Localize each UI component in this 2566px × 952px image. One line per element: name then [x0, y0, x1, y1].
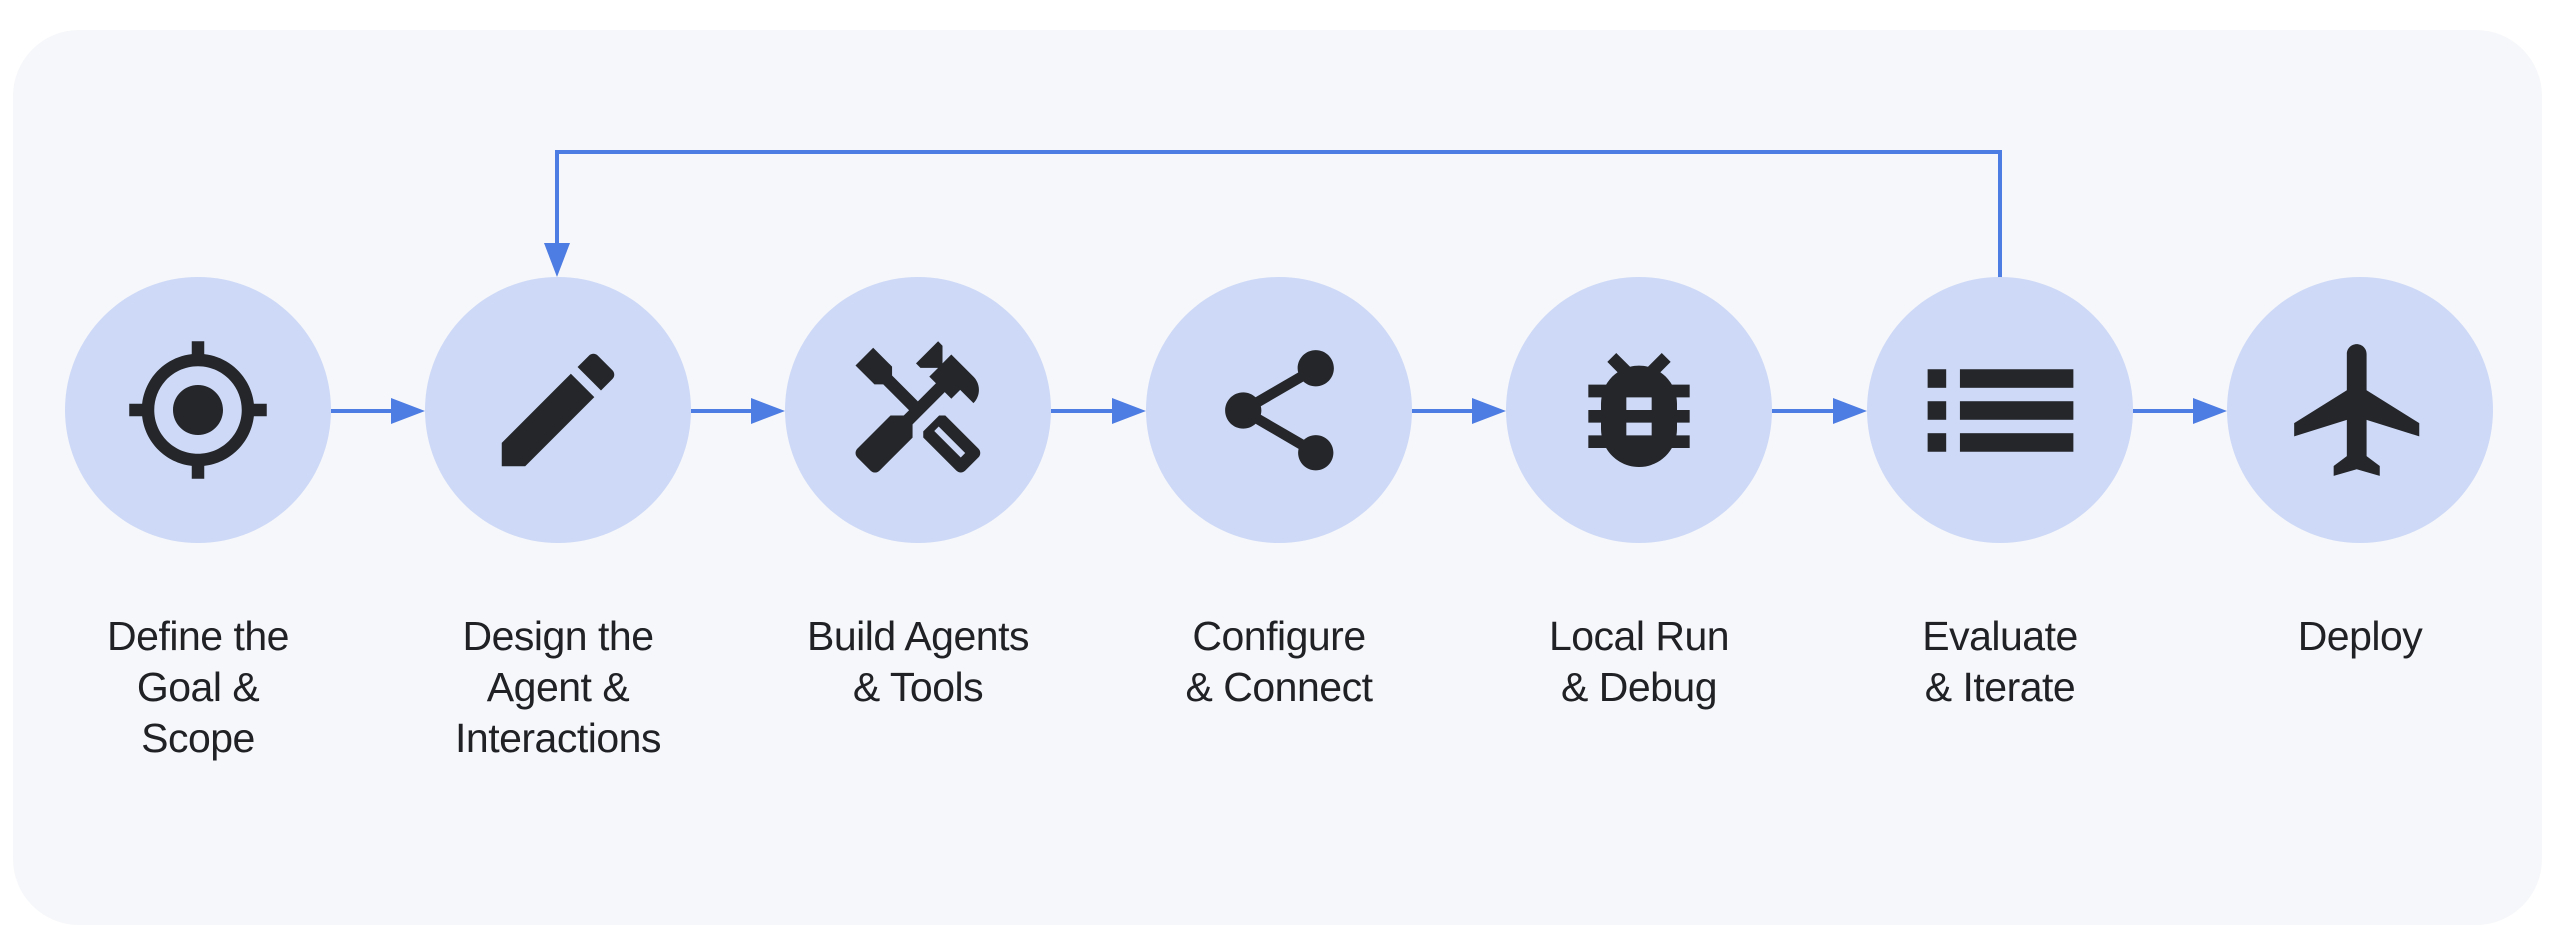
share-icon — [1224, 349, 1334, 470]
step-label: Evaluate & Iterate — [1922, 613, 2078, 710]
target-icon — [129, 341, 267, 479]
step-evaluate-and-iterate: Evaluate & Iterate — [1850, 277, 2150, 713]
step-define-the-goal-and-scope: Define the Goal & Scope — [48, 277, 348, 764]
step-circle — [1867, 277, 2133, 543]
step-local-run-and-debug: Local Run & Debug — [1489, 277, 1789, 713]
step-circle — [425, 277, 691, 543]
step-label: Local Run & Debug — [1548, 613, 1730, 710]
step-build-agents-and-tools: Build Agents & Tools — [768, 277, 1068, 713]
step-label: Design the Agent & Interactions — [455, 613, 661, 761]
step-label: Deploy — [2297, 613, 2423, 659]
step-label: Define the Goal & Scope — [107, 613, 289, 761]
step-design-the-agent-and-interactions: Design the Agent & Interactions — [408, 277, 708, 764]
list-icon — [1927, 368, 2073, 452]
step-circle — [785, 277, 1051, 543]
bug-icon — [1588, 353, 1690, 467]
step-label: Build Agents & Tools — [807, 613, 1029, 710]
step-circle — [65, 277, 331, 543]
plane-icon — [2294, 344, 2420, 476]
step-circle — [1506, 277, 1772, 543]
tools-icon — [855, 341, 981, 473]
pencil-icon — [501, 353, 615, 467]
step-circle — [1146, 277, 1412, 543]
step-deploy: Deploy — [2210, 277, 2510, 662]
step-label: Configure & Connect — [1185, 613, 1373, 710]
step-circle — [2227, 277, 2493, 543]
step-configure-and-connect: Configure & Connect — [1129, 277, 1429, 713]
